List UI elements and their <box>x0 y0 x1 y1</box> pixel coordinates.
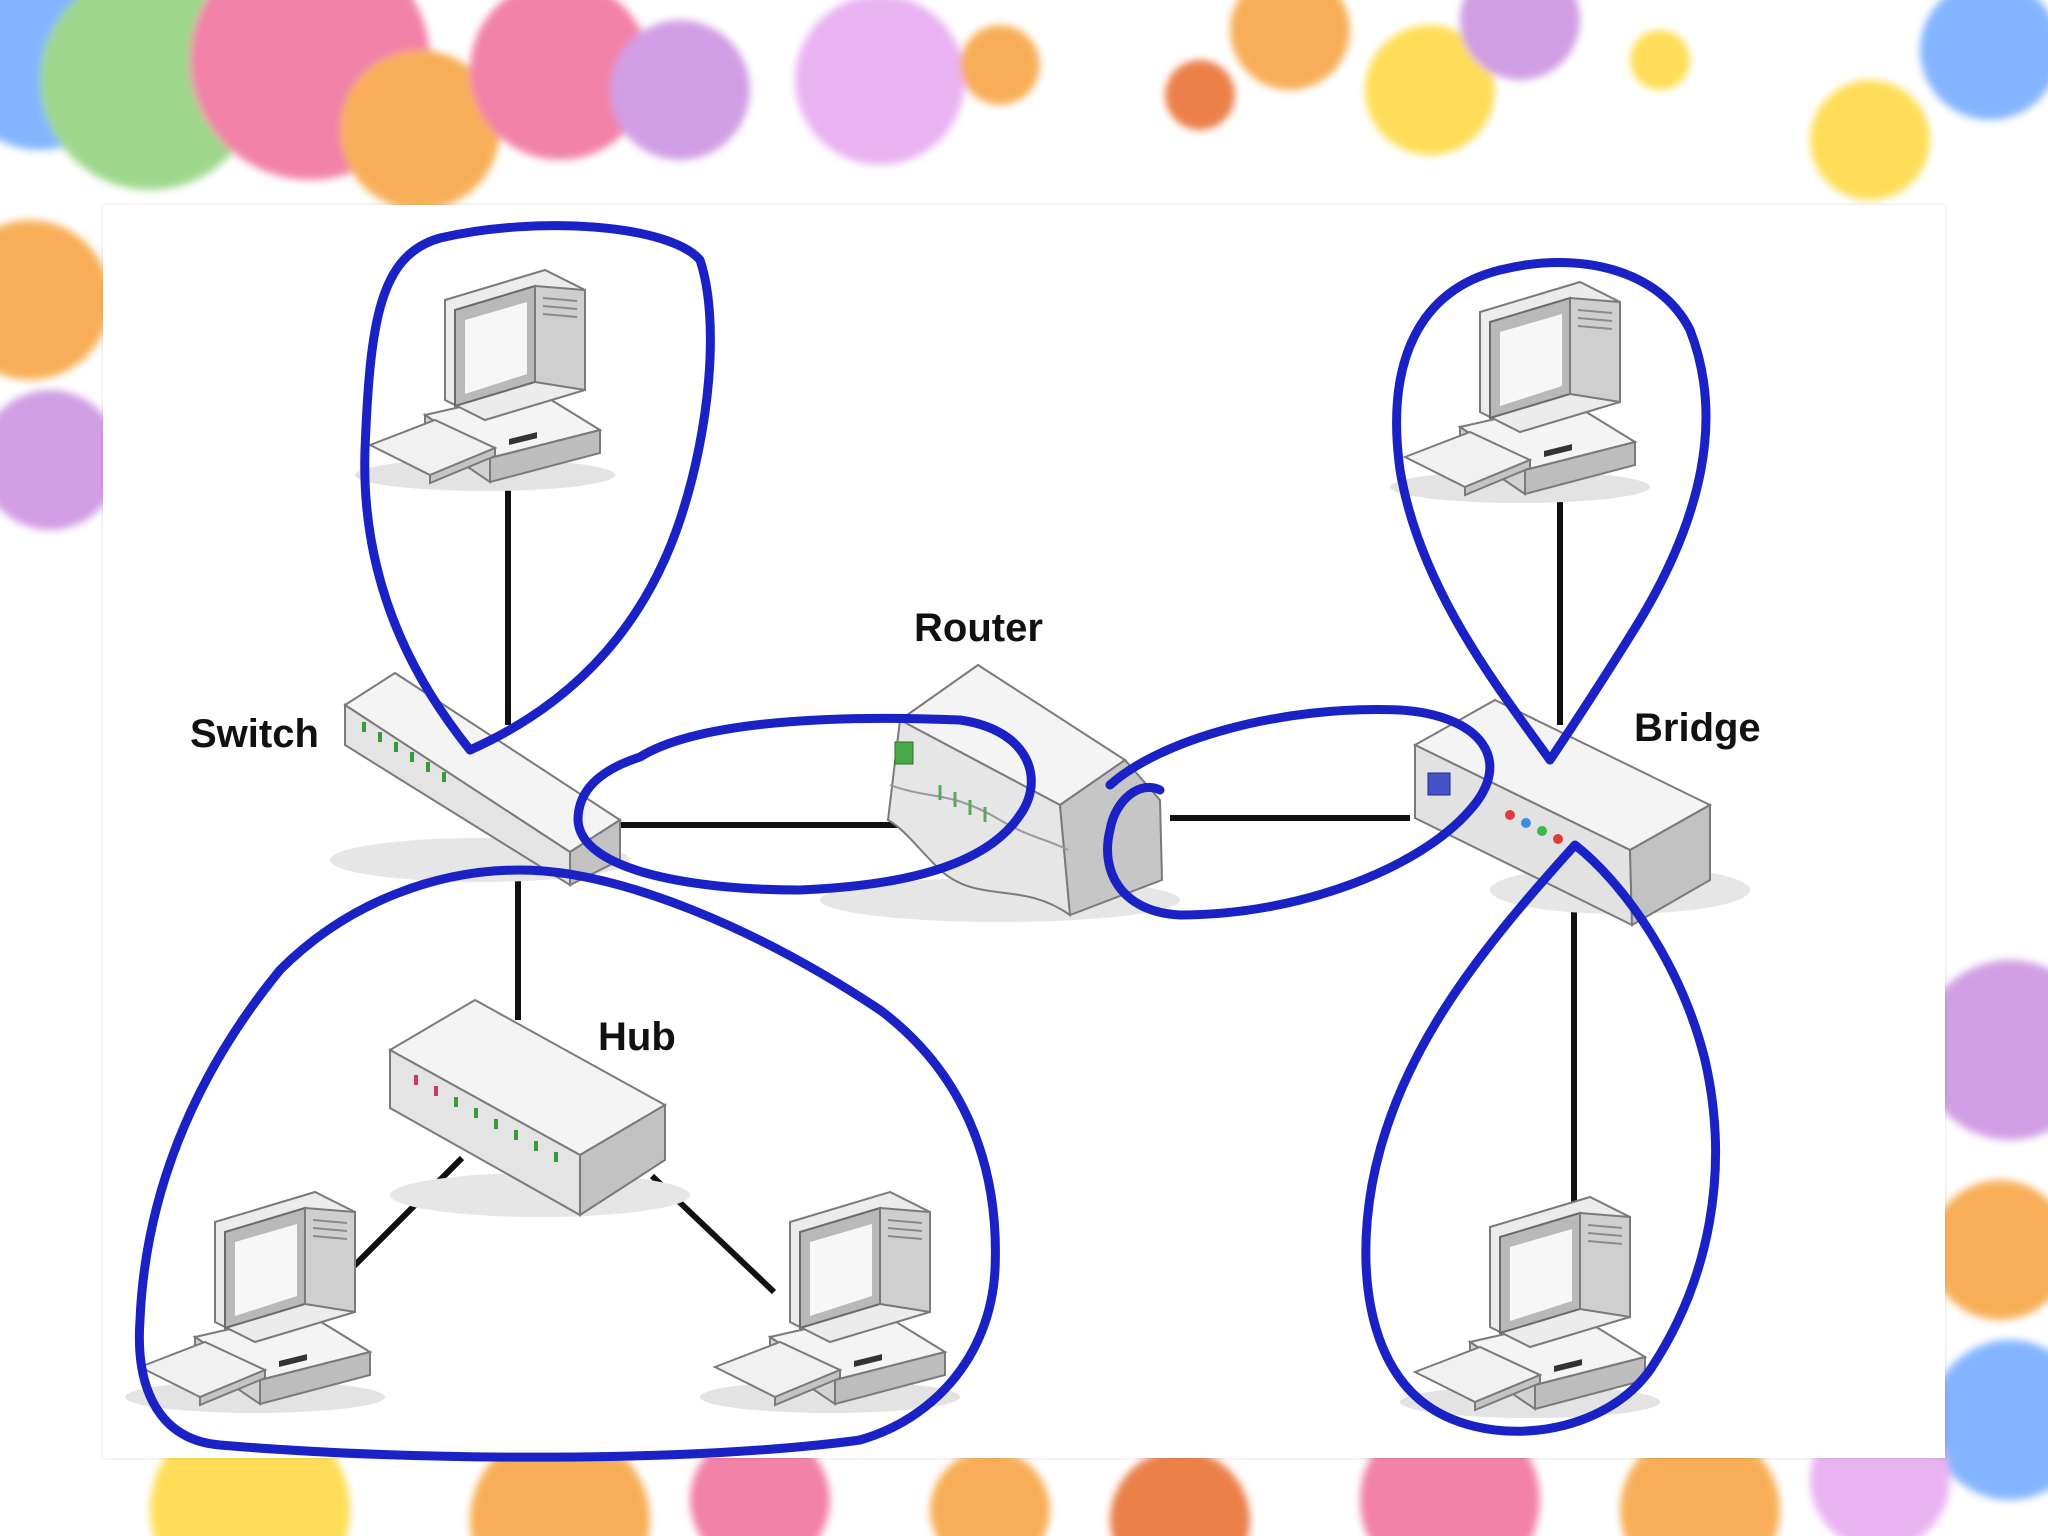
computer-icon-bottom-left <box>125 1192 385 1413</box>
computer-icon-top-left <box>355 270 615 491</box>
computer-icon-bottom-right <box>1400 1197 1660 1418</box>
hub-label: Hub <box>598 1015 676 1060</box>
router-label: Router <box>914 606 1043 651</box>
network-switch-icon <box>330 673 630 885</box>
bridge-label: Bridge <box>1634 706 1761 751</box>
switch-label: Switch <box>190 712 319 757</box>
computer-icon-bottom-middle <box>700 1192 960 1413</box>
